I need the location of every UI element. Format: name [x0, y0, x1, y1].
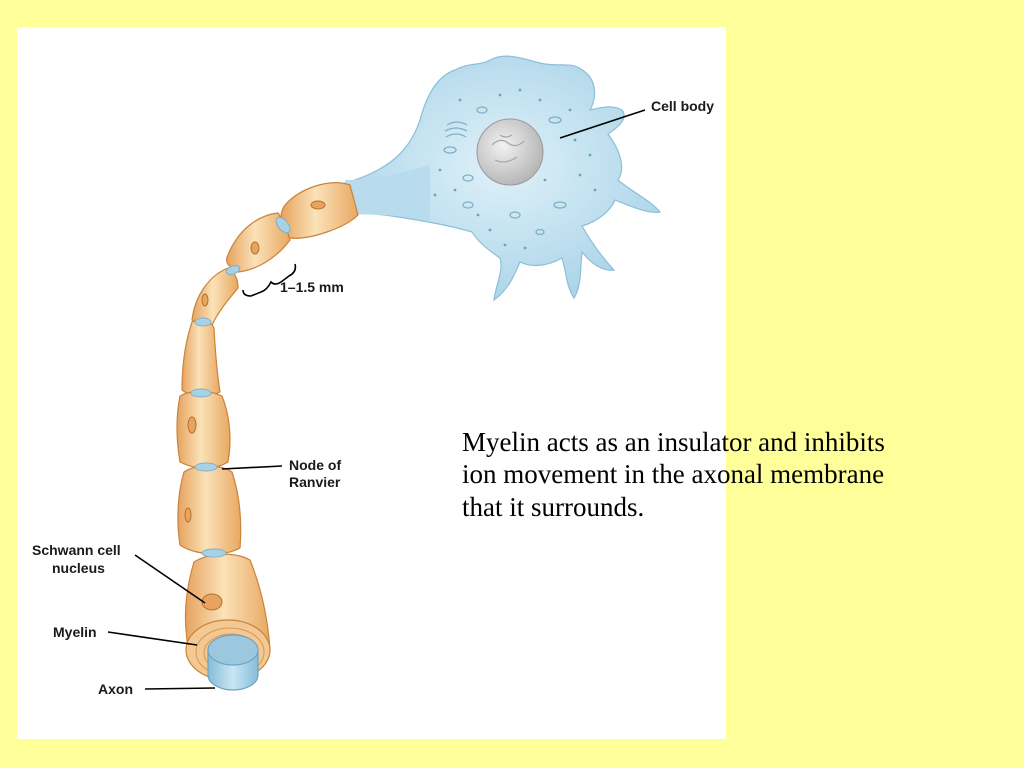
leader-lines — [107, 109, 646, 690]
neuron-diagram: Cell body 1–1.5 mm Node of Ranvier Schwa… — [32, 55, 714, 697]
axon-cut-end — [207, 634, 259, 691]
nodes-of-ranvier — [190, 216, 291, 558]
axon-hillock — [345, 165, 430, 222]
cell-body — [344, 55, 662, 302]
caption-text: Myelin acts as an insulator and inhibits… — [462, 426, 1007, 523]
label-schwann-cell-nucleus-line1: Schwann cell — [32, 542, 121, 558]
figure-panel: Cell body 1–1.5 mm Node of Ranvier Schwa… — [17, 27, 726, 739]
myelin-segments — [176, 182, 359, 651]
caption-line-1: Myelin acts as an insulator and inhibits — [462, 427, 885, 457]
label-cell-body: Cell body — [651, 98, 714, 114]
label-node-of-ranvier-line1: Node of — [289, 457, 341, 473]
label-axon: Axon — [98, 681, 133, 697]
label-node-of-ranvier-line2: Ranvier — [289, 474, 341, 490]
label-myelin: Myelin — [53, 624, 97, 640]
label-segment-length: 1–1.5 mm — [280, 279, 344, 295]
label-schwann-cell-nucleus-line2: nucleus — [52, 560, 105, 576]
caption-line-3: that it surrounds. — [462, 491, 645, 522]
caption-line-2: ion movement in the axonal membrane — [462, 459, 885, 490]
schwann-nuclei — [184, 200, 326, 611]
